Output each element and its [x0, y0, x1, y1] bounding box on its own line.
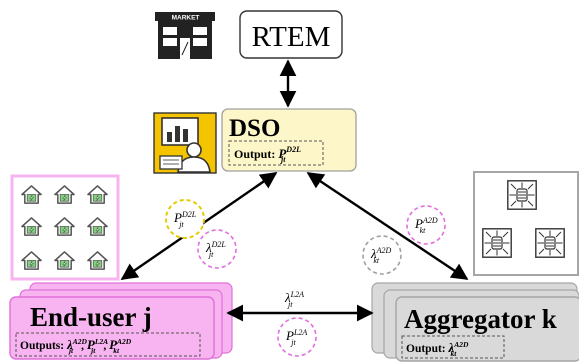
market-building-icon: MARKET: [155, 12, 215, 59]
houses-grid: [10, 174, 120, 281]
storage-grid: [473, 171, 579, 276]
aggregator-output-box: [401, 335, 505, 359]
battery-storage-icon: [535, 228, 565, 258]
enduser-output-box: [15, 332, 201, 357]
aggregator-title: Aggregator k: [404, 304, 557, 334]
dso-operator-icon: [153, 112, 217, 174]
dso-aggregator-arrow: [306, 172, 469, 280]
rtem-box: [239, 10, 343, 59]
enduser-title: End-user j: [30, 302, 152, 332]
market-sign: MARKET: [172, 14, 200, 21]
battery-storage-icon: [482, 228, 512, 258]
battery-storage-icon: [507, 180, 537, 210]
dso-box: [221, 108, 357, 172]
dso-output-box: [228, 140, 324, 166]
rtem-label: RTEM: [252, 21, 331, 53]
dso-title: DSO: [229, 115, 280, 142]
